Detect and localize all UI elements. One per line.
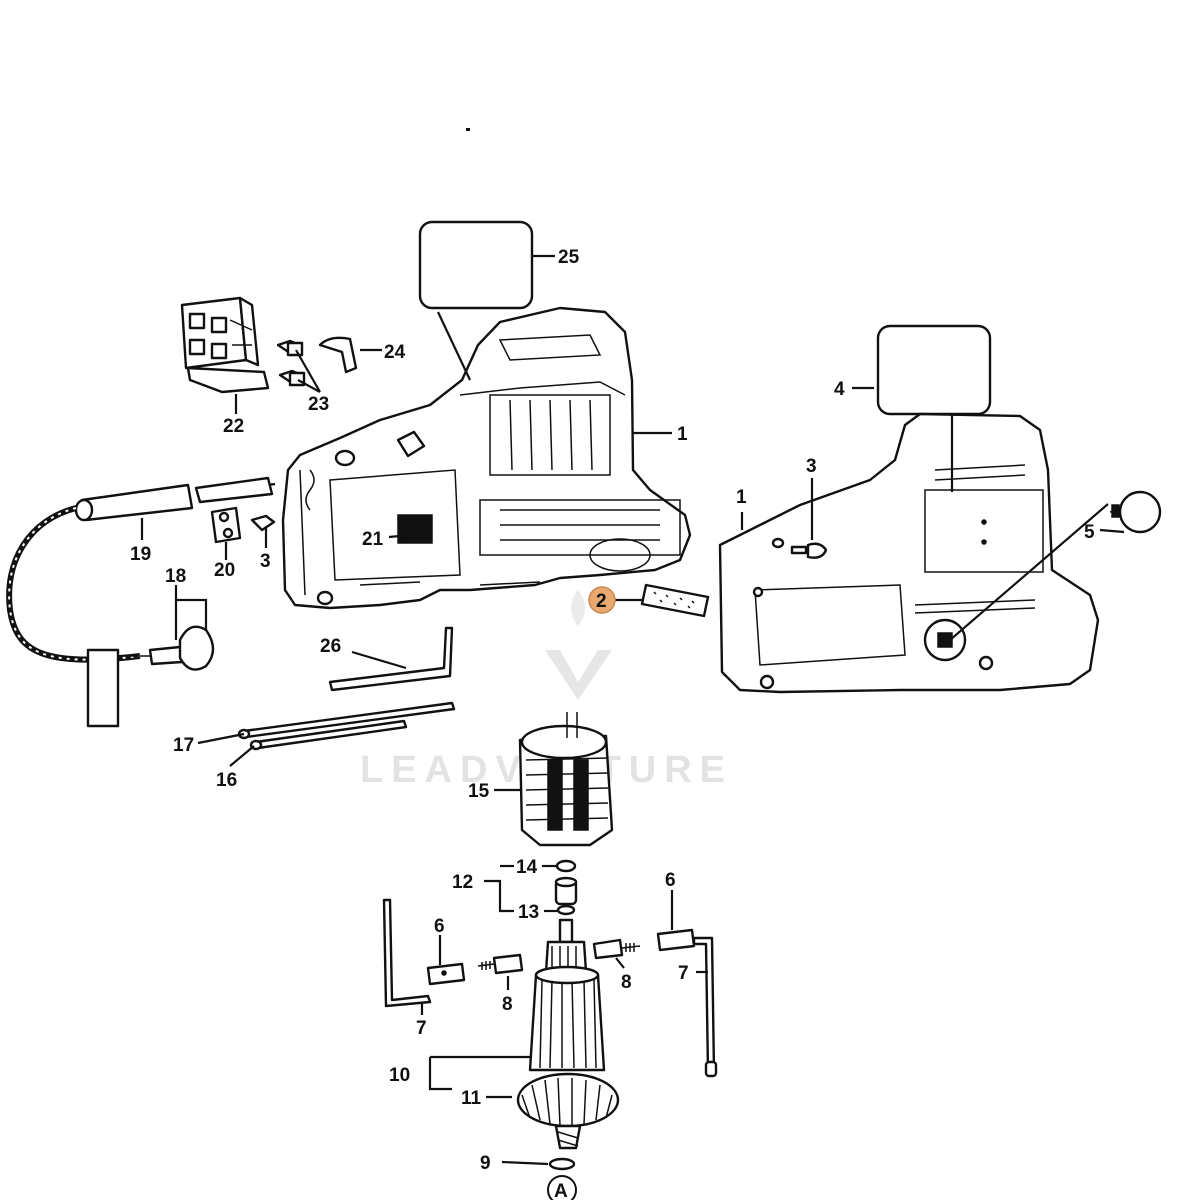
callout-9: 9 (480, 1153, 491, 1174)
part-3-screw-right (771, 537, 828, 559)
part-2-foam-pad (640, 583, 710, 618)
callout-13: 13 (518, 902, 539, 923)
part-5-knob (1109, 490, 1162, 534)
part-25-label-plate (418, 220, 534, 310)
part-6-brush-holder-left (426, 962, 466, 986)
callout-1-left: 1 (677, 424, 688, 445)
callout-17: 17 (173, 735, 194, 756)
callout-5: 5 (1084, 522, 1095, 543)
callout-25: 25 (558, 247, 580, 268)
callout-20: 20 (214, 560, 235, 581)
callout-14: 14 (516, 857, 538, 878)
part-11-fan (516, 1072, 620, 1150)
part-10-armature (528, 918, 606, 1072)
callout-6-left: 6 (434, 916, 445, 937)
part-8-brush-right (592, 938, 641, 960)
callout-3-right: 3 (806, 456, 817, 477)
part-24-clip (318, 336, 358, 374)
callout-18: 18 (165, 566, 186, 587)
callout-10: 10 (389, 1065, 410, 1086)
callout-21: 21 (362, 529, 384, 550)
callout-24: 24 (384, 342, 406, 363)
callout-19: 19 (130, 544, 151, 565)
callout-2[interactable]: 2 (596, 591, 607, 612)
callout-23: 23 (308, 394, 329, 415)
part-23-screws (276, 339, 306, 387)
part-21-pad (397, 514, 433, 544)
part-9-washer (548, 1157, 576, 1171)
reference-a: A (547, 1175, 577, 1200)
part-7-brush-wire-right (692, 936, 718, 1078)
part-1-right-cover (718, 412, 1100, 694)
callout-6-right: 6 (665, 870, 676, 891)
callout-1-right: 1 (736, 487, 747, 508)
callout-7-left: 7 (416, 1018, 427, 1039)
callout-8-left: 8 (502, 994, 513, 1015)
callout-3-left: 3 (260, 551, 271, 572)
part-12-bearing (554, 876, 578, 906)
callout-7-right: 7 (678, 963, 689, 984)
part-22-switch (180, 296, 270, 394)
part-3-screw-left (250, 514, 276, 532)
part-18-strain-relief (86, 625, 215, 728)
callout-12: 12 (452, 872, 473, 893)
part-26-hex-key (328, 626, 454, 692)
part-19-cord (6, 476, 276, 663)
reference-a-label: A (554, 1181, 568, 1200)
part-13-washer (556, 904, 576, 916)
highlight-badge[interactable] (588, 586, 616, 614)
part-6-brush-holder-right (656, 928, 696, 952)
callout-labels: 25 1 1 4 3 5 24 23 22 21 19 20 3 18 26 1… (130, 247, 1095, 1174)
part-4-label-plate (876, 324, 992, 416)
leader-lines (140, 254, 1125, 1166)
part-20-clamp (210, 506, 242, 544)
part-8-brush-left (477, 953, 524, 975)
callout-8-right: 8 (621, 972, 632, 993)
callout-11: 11 (461, 1088, 482, 1109)
part-7-brush-wire-left (382, 898, 432, 1008)
part-1-left-housing (281, 306, 692, 610)
callout-26: 26 (320, 636, 341, 657)
callout-22: 22 (223, 416, 244, 437)
callout-4: 4 (834, 379, 845, 400)
part-14-washer (555, 859, 577, 873)
callout-15: 15 (468, 781, 490, 802)
callout-16: 16 (216, 770, 237, 791)
part-15-stator (518, 712, 614, 847)
callout-2-highlight[interactable]: 2 (588, 586, 616, 614)
